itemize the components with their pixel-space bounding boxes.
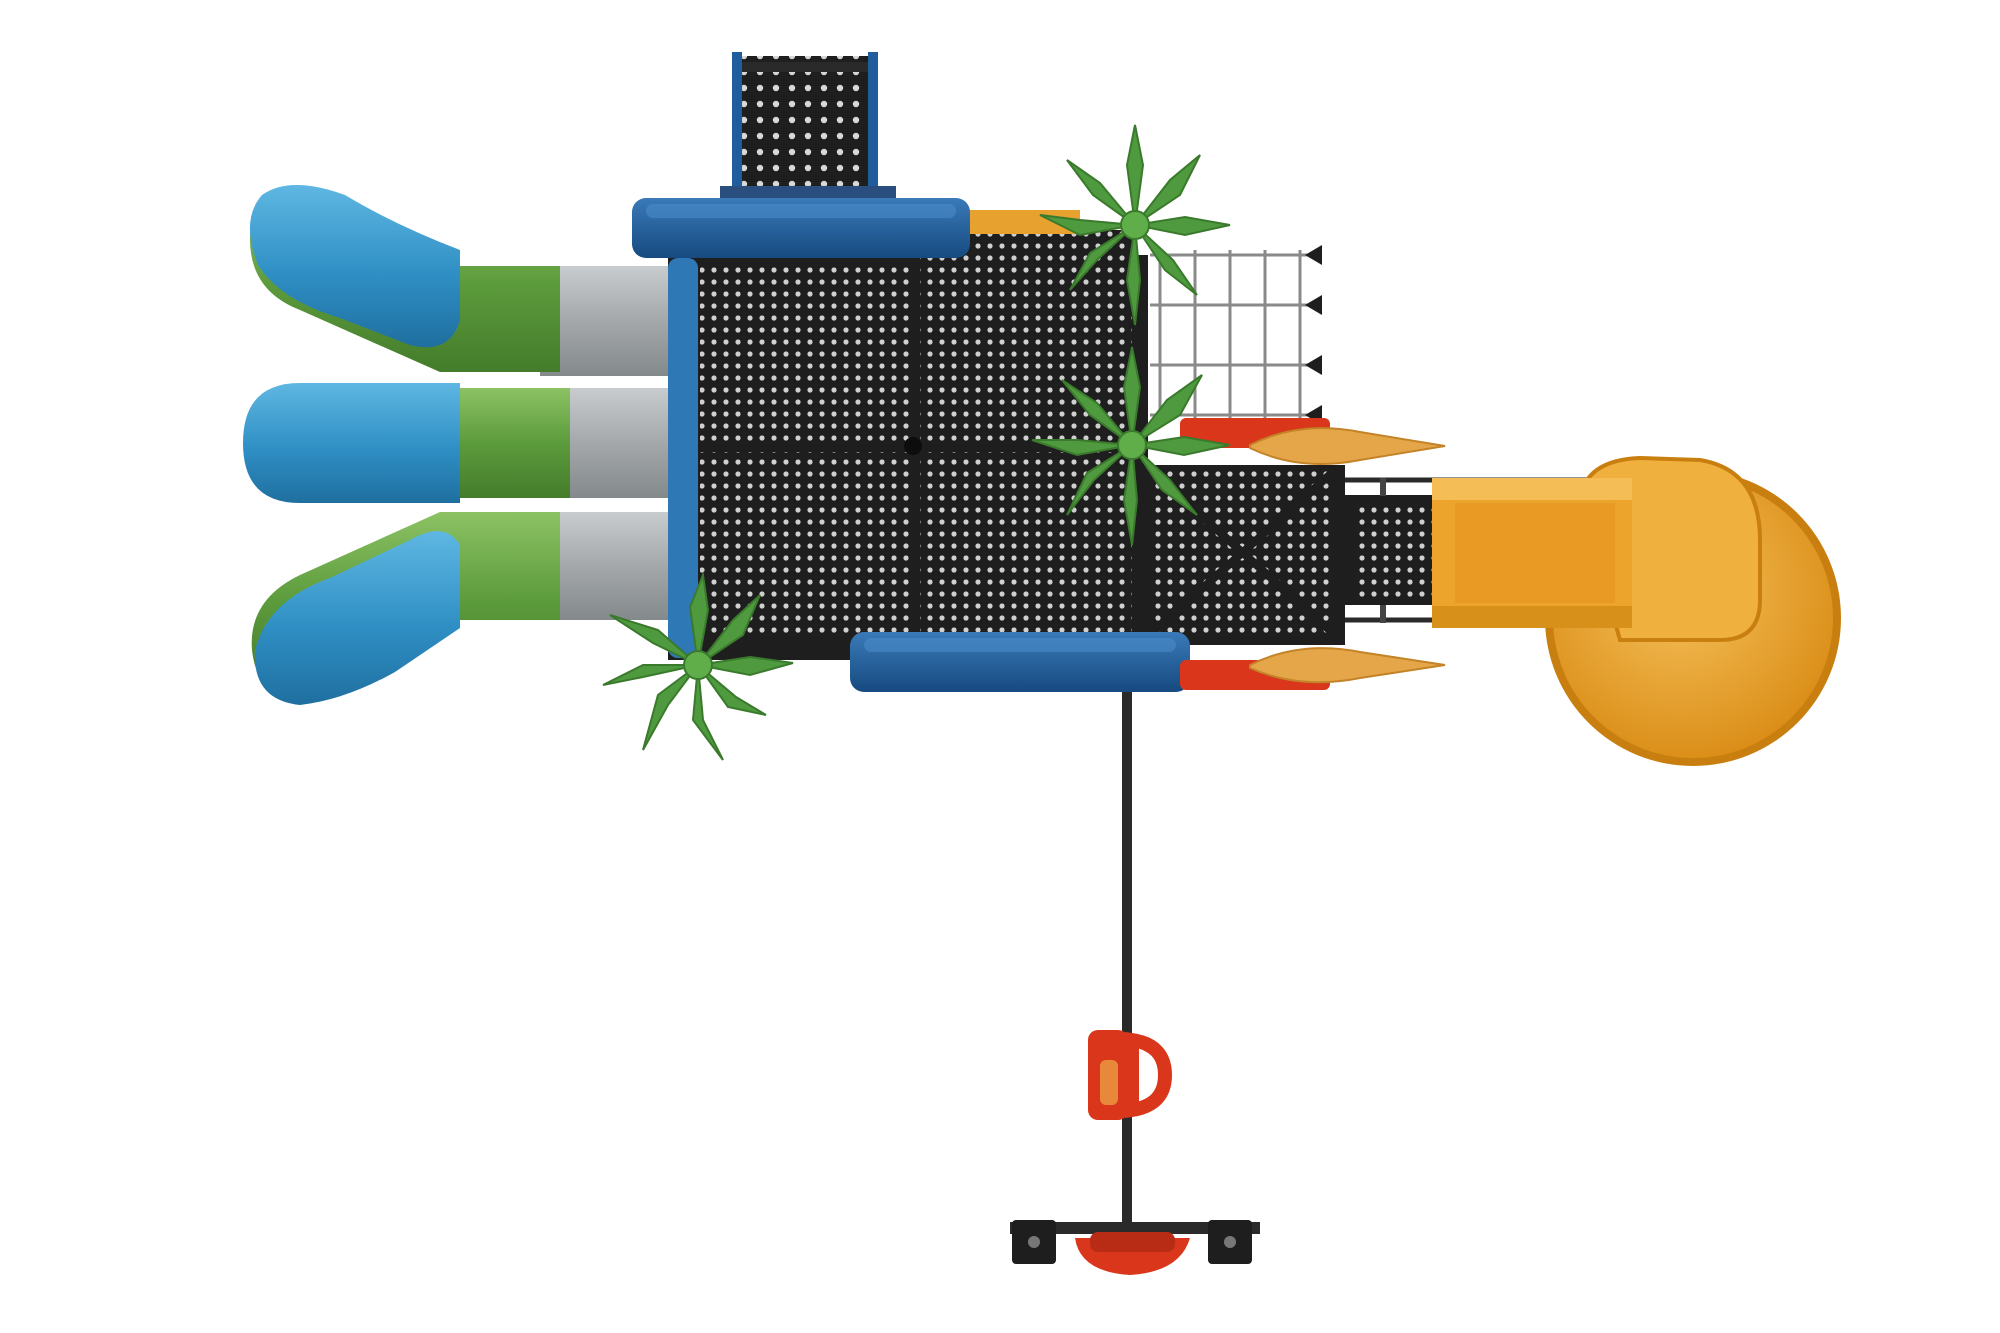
tube-slide-middle <box>243 383 680 503</box>
main-deck <box>668 210 1148 660</box>
roof-finial-bottom <box>1180 647 1446 690</box>
tube-slide-top <box>249 185 680 376</box>
spiral-slide <box>1432 455 1841 766</box>
palm-tree-middle <box>1031 346 1231 546</box>
roof-panel-top <box>632 186 970 258</box>
spinner-pole <box>1010 692 1260 1275</box>
ladder <box>732 52 878 202</box>
palm-tree-bottom <box>602 571 794 761</box>
roof-panel-bottom <box>850 632 1190 692</box>
palm-tree-top <box>1039 124 1231 326</box>
tube-slide-bottom <box>251 512 680 705</box>
cargo-net <box>1150 245 1322 425</box>
roof-finial-top <box>1180 418 1446 465</box>
